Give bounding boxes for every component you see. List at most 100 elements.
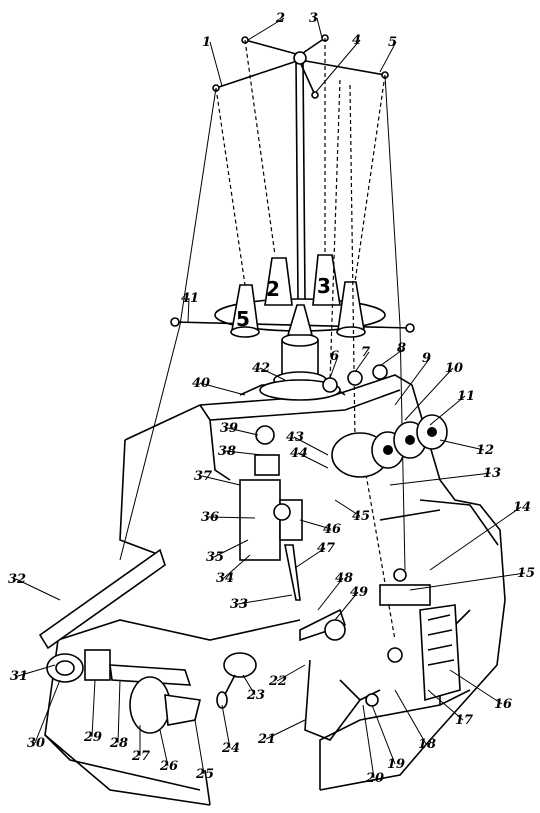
cone-number-5: 5 bbox=[236, 307, 250, 331]
callout-label-5: 5 bbox=[388, 35, 397, 50]
callout-label-13: 13 bbox=[483, 466, 501, 481]
leader-line-16 bbox=[449, 669, 503, 705]
callout-label-15: 15 bbox=[517, 566, 535, 581]
leader-line-2 bbox=[247, 17, 285, 41]
callout-label-6: 6 bbox=[330, 349, 339, 364]
leader-line-11 bbox=[429, 395, 466, 426]
callout-label-45: 45 bbox=[352, 509, 370, 524]
leader-line-42 bbox=[259, 367, 286, 381]
leader-line-6 bbox=[329, 355, 339, 379]
callout-label-7: 7 bbox=[361, 345, 370, 360]
callout-label-43: 43 bbox=[286, 430, 304, 445]
callout-label-47: 47 bbox=[317, 541, 335, 556]
callout-label-49: 49 bbox=[350, 585, 368, 600]
leader-line-48 bbox=[317, 577, 344, 611]
callout-label-17: 17 bbox=[455, 713, 473, 728]
callout-label-3: 3 bbox=[309, 11, 318, 26]
callout-label-32: 32 bbox=[8, 572, 26, 587]
leader-line-43 bbox=[293, 436, 329, 456]
callout-label-1: 1 bbox=[202, 35, 211, 50]
callout-label-18: 18 bbox=[418, 737, 436, 752]
callout-label-29: 29 bbox=[83, 730, 102, 745]
callout-label-2: 2 bbox=[275, 11, 285, 26]
callout-label-14: 14 bbox=[513, 500, 531, 515]
callout-label-19: 19 bbox=[387, 757, 405, 772]
callout-label-34: 34 bbox=[216, 571, 234, 586]
callout-label-11: 11 bbox=[457, 389, 475, 404]
callout-label-42: 42 bbox=[252, 361, 270, 376]
callout-label-24: 24 bbox=[221, 741, 240, 756]
leader-line-9 bbox=[394, 357, 431, 406]
leader-line-19 bbox=[371, 704, 396, 765]
leader-line-41 bbox=[187, 297, 190, 324]
leader-line-47 bbox=[294, 547, 326, 569]
callout-label-16: 16 bbox=[494, 697, 512, 712]
leader-line-45 bbox=[334, 499, 361, 517]
needle-area bbox=[239, 479, 461, 741]
callout-label-39: 39 bbox=[220, 421, 238, 436]
thread-stand bbox=[170, 34, 415, 401]
leader-line-5 bbox=[379, 41, 397, 73]
leader-line-34 bbox=[223, 554, 251, 579]
cone-center bbox=[286, 304, 314, 336]
leader-line-37 bbox=[201, 475, 241, 486]
callout-label-9: 9 bbox=[422, 351, 431, 366]
callout-label-36: 36 bbox=[201, 510, 219, 525]
callout-label-8: 8 bbox=[397, 341, 406, 356]
leader-line-31 bbox=[17, 664, 56, 677]
leader-line-36 bbox=[208, 516, 256, 519]
callout-label-41: 41 bbox=[181, 291, 199, 306]
callout-label-35: 35 bbox=[206, 550, 224, 565]
callout-label-37: 37 bbox=[194, 469, 212, 484]
left-side-parts bbox=[38, 548, 257, 734]
leader-line-21 bbox=[265, 719, 306, 740]
callout-label-27: 27 bbox=[131, 749, 150, 764]
callout-label-10: 10 bbox=[445, 361, 463, 376]
cone-number-3: 3 bbox=[317, 274, 331, 298]
leader-line-44 bbox=[297, 452, 329, 469]
callout-label-21: 21 bbox=[257, 732, 276, 747]
callout-label-20: 20 bbox=[365, 771, 384, 786]
leader-line-24 bbox=[221, 704, 231, 749]
leader-line-14 bbox=[429, 506, 522, 571]
callout-label-44: 44 bbox=[290, 446, 308, 461]
cone-4 bbox=[337, 281, 365, 331]
leader-line-13 bbox=[389, 472, 492, 486]
leader-line-18 bbox=[394, 689, 427, 745]
leader-line-49 bbox=[334, 591, 359, 621]
leader-line-40 bbox=[199, 382, 246, 396]
callout-label-46: 46 bbox=[323, 522, 341, 537]
leader-line-17 bbox=[427, 689, 464, 721]
callout-label-30: 30 bbox=[27, 736, 45, 751]
leader-line-12 bbox=[439, 439, 485, 451]
leader-line-46 bbox=[299, 519, 332, 530]
leader-line-3 bbox=[316, 17, 323, 39]
callout-label-48: 48 bbox=[335, 571, 353, 586]
leader-line-30 bbox=[34, 679, 61, 744]
leader-line-25 bbox=[194, 719, 205, 775]
leader-line-35 bbox=[213, 539, 249, 558]
callout-label-33: 33 bbox=[230, 597, 248, 612]
leader-line-29 bbox=[91, 679, 96, 738]
leader-line-4 bbox=[315, 39, 361, 93]
leader-line-38 bbox=[225, 450, 263, 456]
leader-line-10 bbox=[404, 367, 454, 421]
callout-label-28: 28 bbox=[109, 736, 128, 751]
callout-label-12: 12 bbox=[476, 443, 494, 458]
leader-line-33 bbox=[237, 594, 293, 605]
thread-paths bbox=[119, 38, 406, 641]
leader-line-8 bbox=[379, 347, 406, 367]
leader-line-1 bbox=[209, 41, 223, 87]
cone-2 bbox=[264, 257, 293, 306]
cone-number-2: 2 bbox=[266, 277, 280, 301]
leader-line-39 bbox=[227, 427, 259, 436]
leader-line-23 bbox=[242, 674, 256, 696]
callout-label-38: 38 bbox=[218, 444, 236, 459]
leader-line-15 bbox=[409, 572, 526, 591]
leader-line-22 bbox=[276, 664, 306, 682]
callout-label-23: 23 bbox=[246, 688, 265, 703]
callout-label-26: 26 bbox=[159, 759, 178, 774]
callout-label-4: 4 bbox=[352, 33, 361, 48]
